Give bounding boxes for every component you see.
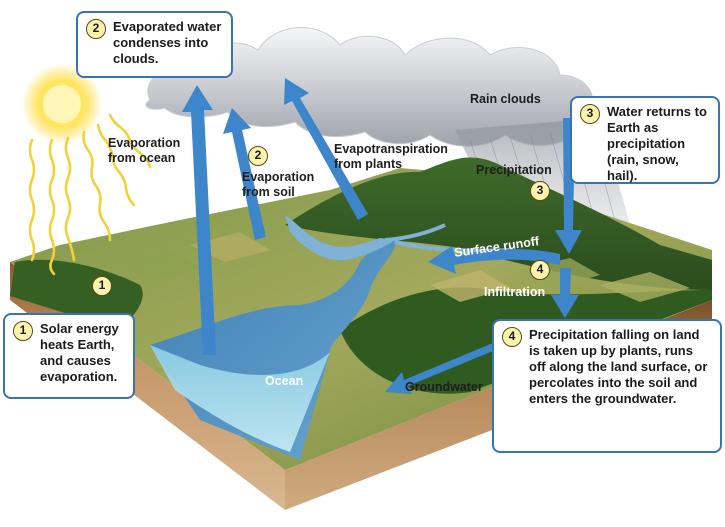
flow-arrows xyxy=(182,78,582,394)
callout-water-returns: 3 Water returns to Earth as precipitatio… xyxy=(570,96,720,184)
step-marker-runoff: 4 xyxy=(530,260,550,280)
callout-evaporated-water: 2 Evaporated water condenses into clouds… xyxy=(76,11,233,78)
callout-solar-energy: 1 Solar energy heats Earth, and causes e… xyxy=(3,313,135,399)
callout-text: Evaporated water condenses into clouds. xyxy=(113,19,222,66)
label-text: Evaporation from soil xyxy=(242,170,315,199)
sun-icon xyxy=(22,64,102,144)
step-number-badge: 2 xyxy=(86,19,106,39)
step-number-badge: 4 xyxy=(502,327,522,347)
label-text: Evaporation from ocean xyxy=(108,136,181,165)
callout-precipitation-falling: 4 Precipitation falling on land is taken… xyxy=(492,319,722,453)
ocean xyxy=(150,215,511,460)
label-evaporation-ocean: Evaporation from ocean xyxy=(108,136,186,166)
step-marker-sun: 1 xyxy=(92,276,112,296)
step-number-badge: 1 xyxy=(13,321,33,341)
label-evapotranspiration: Evapotranspiration from plants xyxy=(334,142,464,172)
step-marker-soil: 2 xyxy=(248,146,268,166)
callout-text: Water returns to Earth as precipitation … xyxy=(607,104,707,183)
label-ocean: Ocean xyxy=(265,374,304,388)
sun-rays xyxy=(28,113,152,276)
step-marker-precipitation: 3 xyxy=(530,181,550,201)
label-infiltration: Infiltration xyxy=(484,285,546,299)
label-precipitation: Precipitation xyxy=(476,163,552,177)
label-groundwater: Groundwater xyxy=(405,380,483,394)
mountain xyxy=(285,157,712,290)
label-rain-clouds: Rain clouds xyxy=(470,92,541,106)
callout-text: Precipitation falling on land is taken u… xyxy=(529,327,708,406)
callout-text: Solar energy heats Earth, and causes eva… xyxy=(40,321,119,384)
label-evaporation-soil: Evaporation from soil xyxy=(242,170,315,200)
step-number-badge: 3 xyxy=(580,104,600,124)
label-text: Evapotranspiration from plants xyxy=(334,142,448,171)
field-patches xyxy=(120,232,690,302)
